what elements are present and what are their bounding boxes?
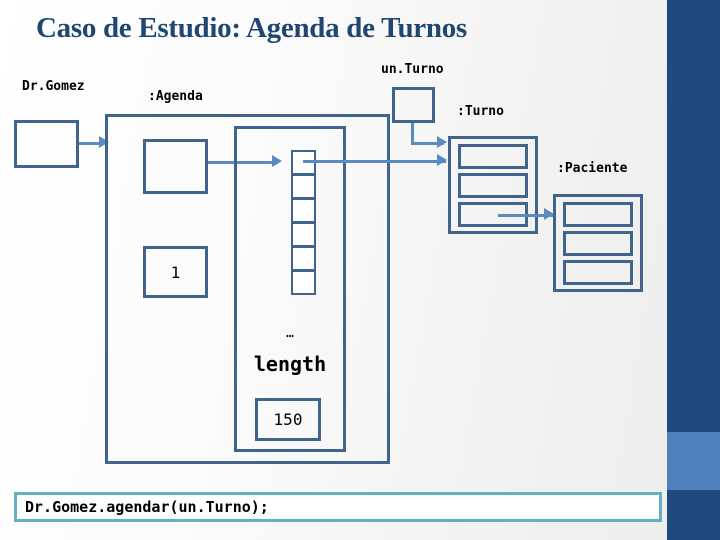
array-cell-value <box>293 200 314 221</box>
array-cell <box>291 174 316 199</box>
paciente-field-value <box>566 205 630 224</box>
array-cell <box>291 270 316 295</box>
array-cell <box>291 222 316 247</box>
turno-field <box>458 173 528 198</box>
paciente-label: :Paciente <box>557 161 628 176</box>
arrowhead-caller-to-agenda <box>99 136 109 148</box>
array-cell <box>291 198 316 223</box>
array-length-label: length <box>253 352 327 376</box>
array-cell-value <box>293 272 314 293</box>
unturno-value <box>395 90 432 120</box>
array-ellipsis: … <box>286 326 294 341</box>
connector-array-to-turno <box>303 160 446 163</box>
paciente-field <box>563 231 633 256</box>
turno-field-value <box>461 147 525 166</box>
agenda-ref-value <box>146 142 205 191</box>
right-sidebar-accent-band <box>667 432 720 490</box>
arrowhead-turno-to-paciente <box>544 208 554 220</box>
connector-unturno-vertical <box>411 123 414 145</box>
code-statement-text: Dr.Gomez.agendar(un.Turno); <box>25 498 269 516</box>
turno-label: :Turno <box>457 104 504 119</box>
paciente-field <box>563 260 633 285</box>
page-title: Caso de Estudio: Agenda de Turnos <box>36 12 467 44</box>
connector-unturno-horizontal <box>411 142 444 145</box>
array-object-box <box>234 126 346 452</box>
agenda-counter-box: 1 <box>143 246 208 298</box>
array-length-box: 150 <box>255 398 321 441</box>
code-statement-bar: Dr.Gomez.agendar(un.Turno); <box>14 492 662 522</box>
array-length-value: 150 <box>273 410 303 429</box>
connector-turno-to-paciente <box>498 214 553 217</box>
agenda-counter-value: 1 <box>170 262 181 282</box>
paciente-field <box>563 202 633 227</box>
arrowhead-array-to-turno <box>437 154 447 166</box>
agenda-label: :Agenda <box>148 89 203 104</box>
array-cell-value <box>293 224 314 245</box>
caller-label: Dr.Gomez <box>22 79 85 94</box>
caller-value <box>17 123 76 165</box>
paciente-box <box>553 194 643 292</box>
array-cell-value <box>293 248 314 269</box>
paciente-field-value <box>566 263 630 282</box>
unturno-label: un.Turno <box>381 62 444 77</box>
arrowhead-agendaref-to-array <box>272 155 282 167</box>
unturno-box <box>392 87 435 123</box>
array-cell-value <box>293 176 314 197</box>
paciente-field-value <box>566 234 630 253</box>
turno-field <box>458 144 528 169</box>
turno-field-value <box>461 176 525 195</box>
array-cell <box>291 246 316 271</box>
connector-caller-to-agenda <box>79 142 101 145</box>
turno-box <box>448 136 538 234</box>
agenda-ref-box <box>143 139 208 194</box>
caller-box <box>14 120 79 168</box>
connector-agendaref-to-array <box>208 161 278 164</box>
arrowhead-unturno-to-turno <box>437 136 447 148</box>
agenda-box <box>105 114 390 464</box>
